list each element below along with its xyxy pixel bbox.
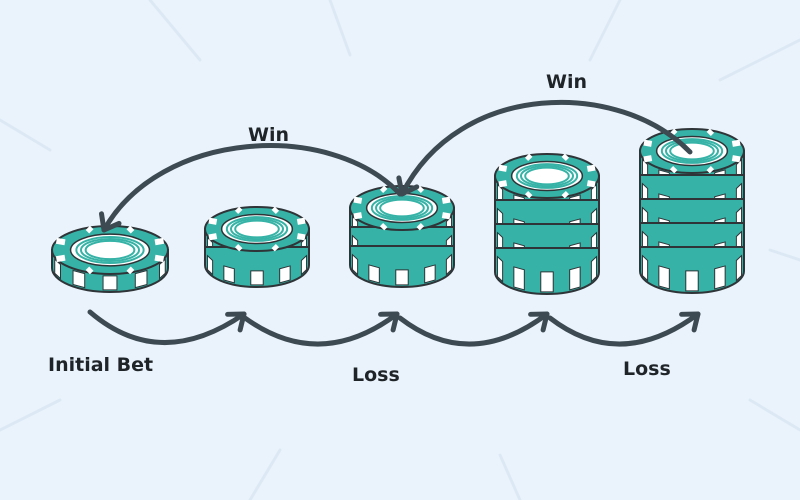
chip-stacks bbox=[51, 128, 745, 295]
loss-arrow-3 bbox=[397, 311, 550, 347]
chip-stack-4 bbox=[494, 153, 600, 295]
loss-label-1: Loss bbox=[352, 364, 400, 386]
loss-label-2: Loss bbox=[623, 358, 671, 380]
chip-stack-2 bbox=[204, 206, 310, 288]
chip-stack-3 bbox=[349, 185, 455, 288]
win-arrow-1 bbox=[99, 143, 403, 233]
win-label-1: Win bbox=[248, 124, 289, 146]
chip-stack-5 bbox=[639, 128, 745, 294]
chip-stack-1 bbox=[51, 225, 169, 293]
initial-bet-label: Initial Bet bbox=[48, 354, 154, 376]
loss-arrow-1 bbox=[87, 309, 247, 345]
loss-arrow-4 bbox=[547, 311, 701, 347]
loss-arrow-2 bbox=[242, 311, 400, 347]
arrows bbox=[87, 99, 701, 347]
win-label-2: Win bbox=[546, 71, 587, 93]
win-arrow-2 bbox=[396, 99, 693, 197]
